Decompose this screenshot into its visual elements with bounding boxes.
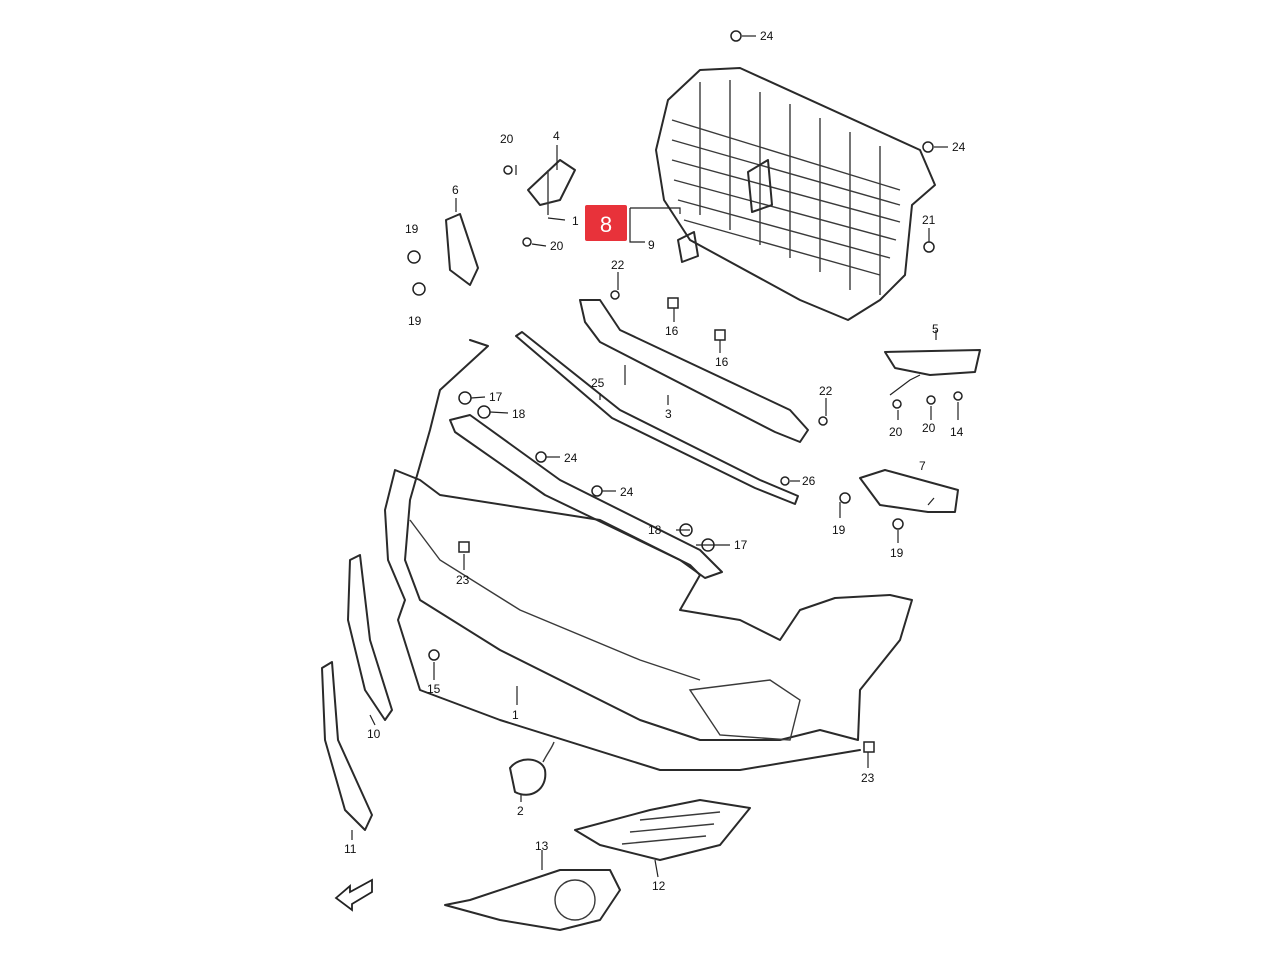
fog-lamp-grille-12 <box>574 799 751 861</box>
callout-17: 17 <box>489 390 503 404</box>
bracket-4 <box>527 159 576 215</box>
bumper-upper-bar <box>449 414 723 579</box>
callout-1: 1 <box>512 708 519 722</box>
callout-20: 20 <box>500 132 514 146</box>
leader-lines <box>351 35 959 878</box>
callout-13: 13 <box>535 839 549 853</box>
callout-17: 17 <box>734 538 748 552</box>
callout-21: 21 <box>922 213 936 227</box>
callout-labels: 24 24 21 20 4 1 20 9 6 19 19 22 16 16 25… <box>344 29 966 893</box>
callout-10: 10 <box>367 727 381 741</box>
callout-1: 1 <box>572 214 579 228</box>
callout-18: 18 <box>512 407 526 421</box>
callout-4: 4 <box>553 129 560 143</box>
callout-11: 11 <box>344 842 357 856</box>
highlighted-part-8: 8 <box>585 205 627 241</box>
fog-lamp-bezel-13 <box>444 869 621 931</box>
callout-26: 26 <box>802 474 816 488</box>
callout-22: 22 <box>819 384 833 398</box>
bracket-7 <box>859 469 959 513</box>
callout-16: 16 <box>665 324 679 338</box>
callout-16: 16 <box>715 355 729 369</box>
front-grille <box>655 67 936 321</box>
callout-19: 19 <box>832 523 846 537</box>
callout-23: 23 <box>861 771 875 785</box>
callout-24: 24 <box>760 29 774 43</box>
callout-12: 12 <box>652 879 666 893</box>
part-9 <box>677 231 699 263</box>
fastener-bolts <box>407 30 963 753</box>
reinforcement-3 <box>579 299 809 443</box>
callout-9: 9 <box>648 238 655 252</box>
bumper-cover-1 <box>384 339 913 771</box>
bracket-5 <box>884 349 981 376</box>
callout-2: 2 <box>517 804 524 818</box>
callout-24: 24 <box>564 451 578 465</box>
callout-23: 23 <box>456 573 470 587</box>
molding-25 <box>515 331 799 505</box>
callout-24: 24 <box>952 140 966 154</box>
callout-5: 5 <box>932 322 939 336</box>
callout-19: 19 <box>405 222 419 236</box>
bracket-6 <box>445 213 479 286</box>
callout-7: 7 <box>919 459 926 473</box>
callout-25: 25 <box>591 376 605 390</box>
highlighted-part-label: 8 <box>600 212 612 237</box>
callout-20: 20 <box>550 239 564 253</box>
callout-18: 18 <box>648 523 662 537</box>
side-molding-11 <box>321 661 373 831</box>
callout-19: 19 <box>890 546 904 560</box>
callout-14: 14 <box>950 425 964 439</box>
callout-15: 15 <box>427 682 441 696</box>
side-molding-10 <box>347 554 393 721</box>
tow-hook-cap-2 <box>509 758 547 796</box>
callout-6: 6 <box>452 183 459 197</box>
callout-3: 3 <box>665 407 672 421</box>
callout-24: 24 <box>620 485 634 499</box>
callout-22: 22 <box>611 258 625 272</box>
front-direction-arrow-icon <box>334 878 373 912</box>
callout-19: 19 <box>408 314 422 328</box>
callout-20: 20 <box>889 425 903 439</box>
callout-20: 20 <box>922 421 936 435</box>
